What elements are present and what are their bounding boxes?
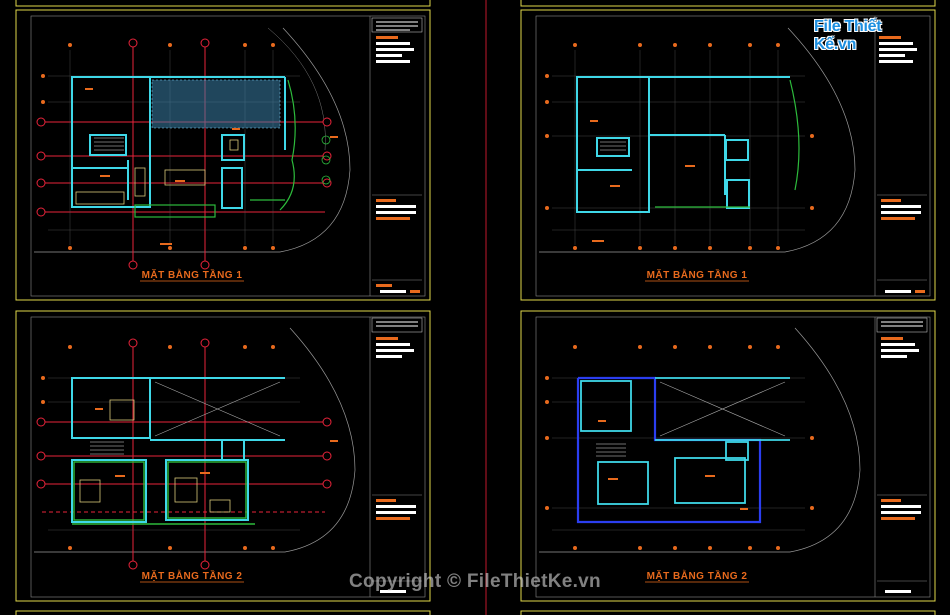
annotations [85,88,338,245]
sheet-floor-1-layout[interactable]: MẶT BẰNG TẦNG 1 [520,9,936,301]
walls [576,76,790,213]
staircase [94,137,124,151]
roof-hatch [151,79,281,129]
annotations [590,120,695,242]
grid-markers [545,345,814,550]
bottom-partial-sheets [15,610,936,615]
copyright-watermark: Copyright © FileThietKe.vn [349,571,601,592]
sheet-floor-2-furnished[interactable]: MẶT BẰNG TẦNG 2 [15,310,431,602]
sheet-title: MẶT BẰNG TẦNG 1 [142,268,243,281]
title-block [874,16,927,296]
landscaping [655,79,800,208]
void-cross [659,381,786,437]
grid-markers [41,345,275,550]
staircase [90,441,124,455]
top-partial-sheets [15,0,936,7]
sheet-title: MẶT BẰNG TẦNG 2 [647,569,748,582]
grid-markers [41,43,275,250]
annotations [95,408,338,477]
staircase [596,443,626,457]
sheet-floor-1-furnished[interactable]: MẶT BẰNG TẦNG 1 [15,9,431,301]
title-block [874,317,928,597]
furniture [75,135,331,205]
sheet-title: MẶT BẰNG TẦNG 2 [142,569,243,582]
grid-markers [545,43,814,250]
walls [580,377,790,505]
walls [71,377,285,523]
landscaping [134,79,296,218]
staircase [600,141,626,151]
landscaping [72,461,255,525]
furniture [79,399,231,513]
title-block [369,16,423,296]
sheet-floor-2-layout[interactable]: MẶT BẰNG TẦNG 2 [520,310,936,602]
sheet-title: MẶT BẰNG TẦNG 1 [647,268,748,281]
axis-grid [36,338,332,570]
title-block [369,317,423,597]
site-logo: File Thiết Kế.vn [810,14,922,53]
annotations [598,420,748,510]
walls [71,76,286,209]
void-cross [154,381,281,437]
logo-text: File Thiết Kế.vn [814,18,882,53]
